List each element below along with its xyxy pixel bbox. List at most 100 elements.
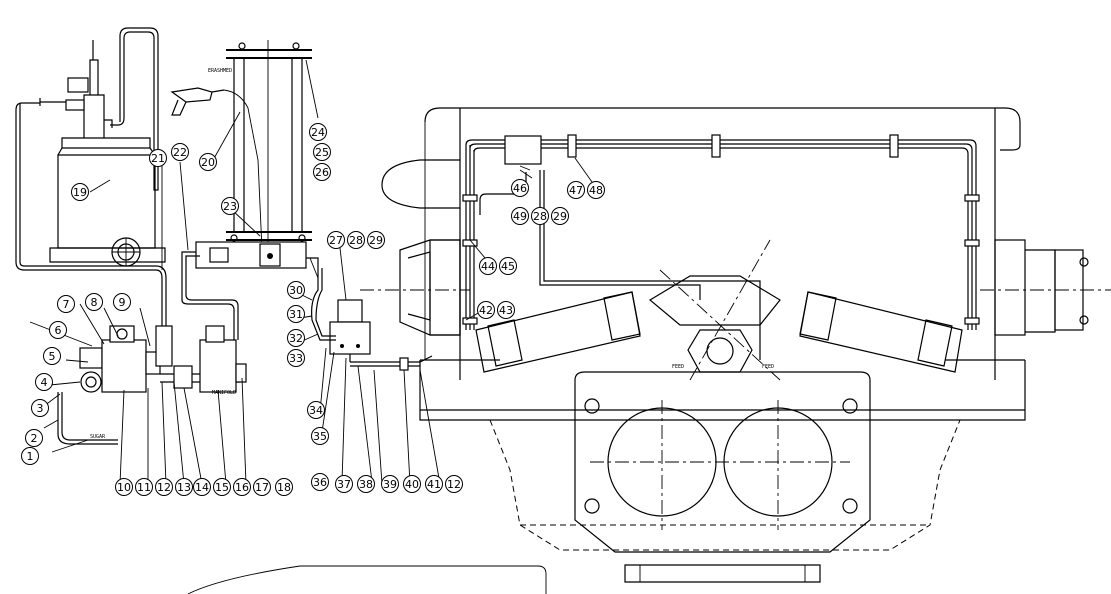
callout-circle <box>313 143 331 161</box>
callout-17: 17 <box>253 478 271 496</box>
callout-41: 41 <box>425 475 443 493</box>
callout-circle <box>367 231 385 249</box>
pump-hose-top <box>110 27 159 191</box>
callout-10: 10 <box>115 478 133 496</box>
callout-circle <box>327 231 345 249</box>
callout-label: 16 <box>235 481 249 494</box>
callout-circle <box>233 478 251 496</box>
callout-label: 5 <box>49 350 56 363</box>
hose-22 <box>185 255 239 340</box>
callout-circle <box>511 207 529 225</box>
grease-pump <box>39 40 166 267</box>
callout-14: 14 <box>193 478 211 496</box>
callout-13: 13 <box>175 478 193 496</box>
callout-2: 2 <box>25 429 43 447</box>
callout-label: 3 <box>37 402 44 415</box>
callout-circle <box>497 301 515 319</box>
callout-label: 15 <box>215 481 229 494</box>
callout-circle <box>567 181 585 199</box>
callout-circle <box>531 207 549 225</box>
callout-33: 33 <box>287 349 305 367</box>
callout-label: 39 <box>383 478 397 491</box>
callout-circle <box>115 478 133 496</box>
hose-30-35 <box>311 268 336 341</box>
callout-label: 20 <box>201 156 215 169</box>
callout-label: 49 <box>513 210 527 223</box>
callout-circle <box>253 478 271 496</box>
callout-19: 19 <box>71 183 89 201</box>
callout-circle <box>57 295 75 313</box>
callout-label: 1 <box>27 450 34 463</box>
callout-circle <box>287 349 305 367</box>
callout-label: 31 <box>289 308 303 321</box>
callout-circle <box>287 305 305 323</box>
callout-label: 32 <box>289 332 303 345</box>
callout-circle <box>221 197 239 215</box>
callout-circle <box>445 475 463 493</box>
callout-label: 47 <box>569 184 583 197</box>
callout-circle <box>381 475 399 493</box>
callout-circle <box>347 231 365 249</box>
callout-44: 44 <box>479 257 497 275</box>
callout-label: 40 <box>405 478 419 491</box>
callout-label: 45 <box>501 260 515 273</box>
callout-45: 45 <box>499 257 517 275</box>
callout-circle <box>43 347 61 365</box>
callout-label: 43 <box>499 304 513 317</box>
engine-body: FEED FEED <box>360 107 1111 583</box>
callout-label: 24 <box>311 126 325 139</box>
callout-circle <box>587 181 605 199</box>
callout-label: 36 <box>313 476 327 489</box>
callout-circle <box>171 143 189 161</box>
callout-circle <box>313 163 331 181</box>
callout-circle <box>31 399 49 417</box>
callout-label: 42 <box>479 304 493 317</box>
callout-label: 48 <box>589 184 603 197</box>
callout-label: 28 <box>349 234 363 247</box>
callout-circle <box>275 478 293 496</box>
callout-circle <box>135 478 153 496</box>
callout-29: 29 <box>367 231 385 249</box>
callout-16: 16 <box>233 478 251 496</box>
callout-18: 18 <box>275 478 293 496</box>
callout-label: 8 <box>91 296 98 309</box>
svg-text:SUGAR: SUGAR <box>90 434 106 440</box>
pump-hose-left <box>15 102 163 326</box>
callout-6: 6 <box>49 321 67 339</box>
callout-label: 26 <box>315 166 329 179</box>
callout-37: 37 <box>335 475 353 493</box>
callout-label: 38 <box>359 478 373 491</box>
callout-22: 22 <box>171 143 189 161</box>
callout-label: 4 <box>41 376 48 389</box>
callout-circle <box>213 478 231 496</box>
callout-label: 41 <box>427 478 441 491</box>
callout-circle <box>35 373 53 391</box>
callout-5: 5 <box>43 347 61 365</box>
callout-label: 46 <box>513 182 527 195</box>
callout-31: 31 <box>287 305 305 323</box>
callout-48: 48 <box>587 181 605 199</box>
callout-3: 3 <box>31 399 49 417</box>
callout-circle <box>287 281 305 299</box>
callout-label: 13 <box>177 481 191 494</box>
callout-4: 4 <box>35 373 53 391</box>
callout-label: 10 <box>117 481 131 494</box>
callout-circle <box>479 257 497 275</box>
svg-text:ERASHMED: ERASHMED <box>208 68 232 74</box>
sheet-border-curve <box>187 565 547 594</box>
callout-circle <box>511 179 529 197</box>
callout-7: 7 <box>57 295 75 313</box>
callout-label: 11 <box>137 481 151 494</box>
callout-circle <box>307 401 325 419</box>
callout-29: 29 <box>551 207 569 225</box>
callout-circle <box>175 478 193 496</box>
callout-circle <box>309 123 327 141</box>
callout-circle <box>21 447 39 465</box>
callout-circle <box>357 475 375 493</box>
callout-label: 29 <box>369 234 383 247</box>
callout-label: 21 <box>151 152 165 165</box>
callout-12: 12 <box>155 478 173 496</box>
callout-27: 27 <box>327 231 345 249</box>
callout-circle <box>403 475 421 493</box>
callout-34: 34 <box>307 401 325 419</box>
